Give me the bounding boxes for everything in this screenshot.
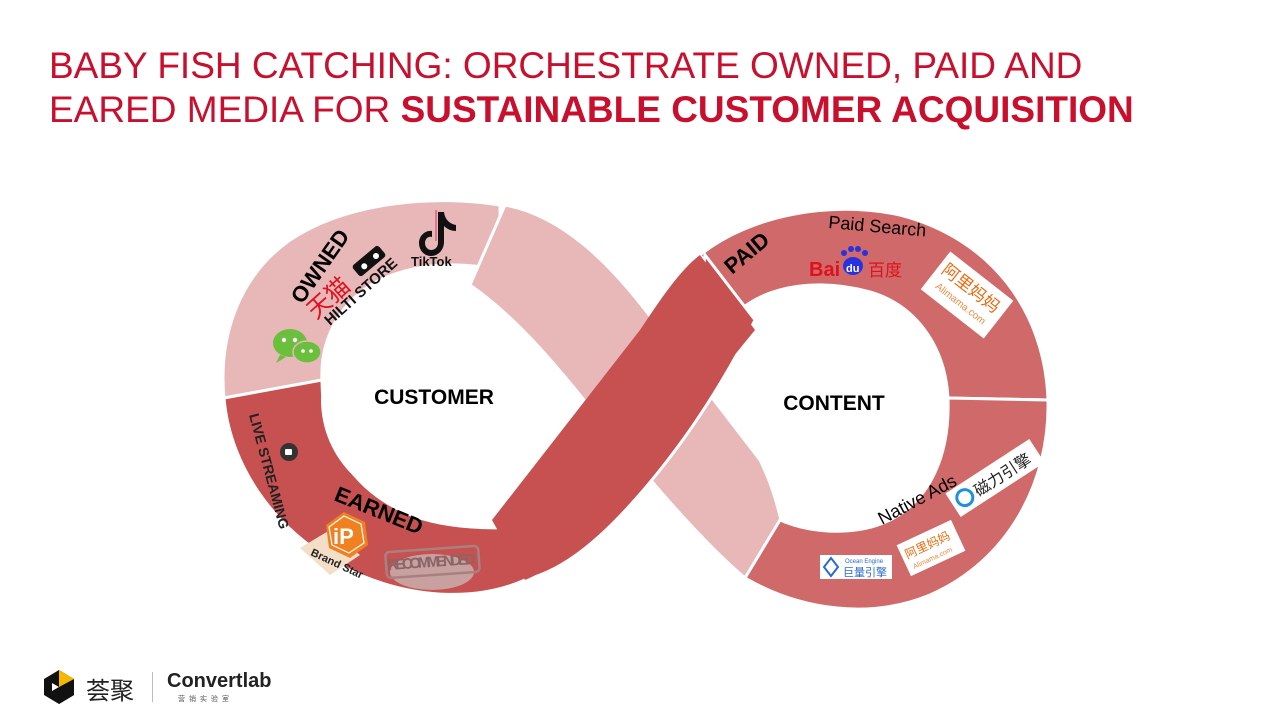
tmall-icon bbox=[352, 245, 386, 277]
ocean-engine-logo: Ocean Engine 巨量引擎 bbox=[820, 555, 892, 579]
title-line-2: EARED MEDIA FOR SUSTAINABLE CUSTOMER ACQ… bbox=[49, 88, 1249, 132]
tiktok-label: TikTok bbox=[411, 254, 452, 269]
title-line-2-bold: SUSTAINABLE CUSTOMER ACQUISITION bbox=[400, 89, 1134, 130]
ocean-cn-label: 巨量引擎 bbox=[843, 565, 887, 579]
brand-star-icon bbox=[300, 530, 360, 575]
tiktok-icon bbox=[419, 210, 456, 256]
customer-hole bbox=[321, 292, 545, 508]
content-hole bbox=[743, 297, 947, 507]
paid-segment bbox=[697, 207, 1050, 402]
title-line-2-normal: EARED MEDIA FOR bbox=[49, 89, 401, 130]
title-line-1: BABY FISH CATCHING: ORCHESTRATE OWNED, P… bbox=[49, 45, 1083, 86]
footer-separator bbox=[152, 672, 153, 702]
huiju-logo-icon bbox=[44, 670, 74, 704]
ocean-en-label: Ocean Engine bbox=[845, 559, 884, 565]
baidu-paw-icon bbox=[841, 246, 868, 275]
recommended-stamp-icon bbox=[384, 544, 481, 590]
ip-label: iP bbox=[333, 524, 354, 549]
customer-label: CUSTOMER bbox=[374, 386, 494, 409]
content-label: CONTENT bbox=[783, 392, 885, 415]
recommended-label: RECOMMENDED bbox=[387, 551, 476, 574]
huiju-brand-text: 荟聚 bbox=[86, 677, 134, 705]
convertlab-brand-text: Convertlab bbox=[167, 670, 272, 692]
dark-cross-band-core bbox=[492, 255, 755, 580]
wechat-icon bbox=[273, 329, 322, 364]
ip-icon bbox=[326, 512, 368, 558]
baidu-cn-label: 百度 bbox=[868, 261, 902, 281]
convertlab-subtitle: 营销实验室 bbox=[178, 695, 233, 703]
baidu-bai-label: Bai bbox=[809, 259, 840, 281]
page-title: BABY FISH CATCHING: ORCHESTRATE OWNED, P… bbox=[49, 44, 1249, 132]
baidu-du-label: du bbox=[846, 263, 859, 275]
live-camera-icon bbox=[280, 443, 298, 461]
